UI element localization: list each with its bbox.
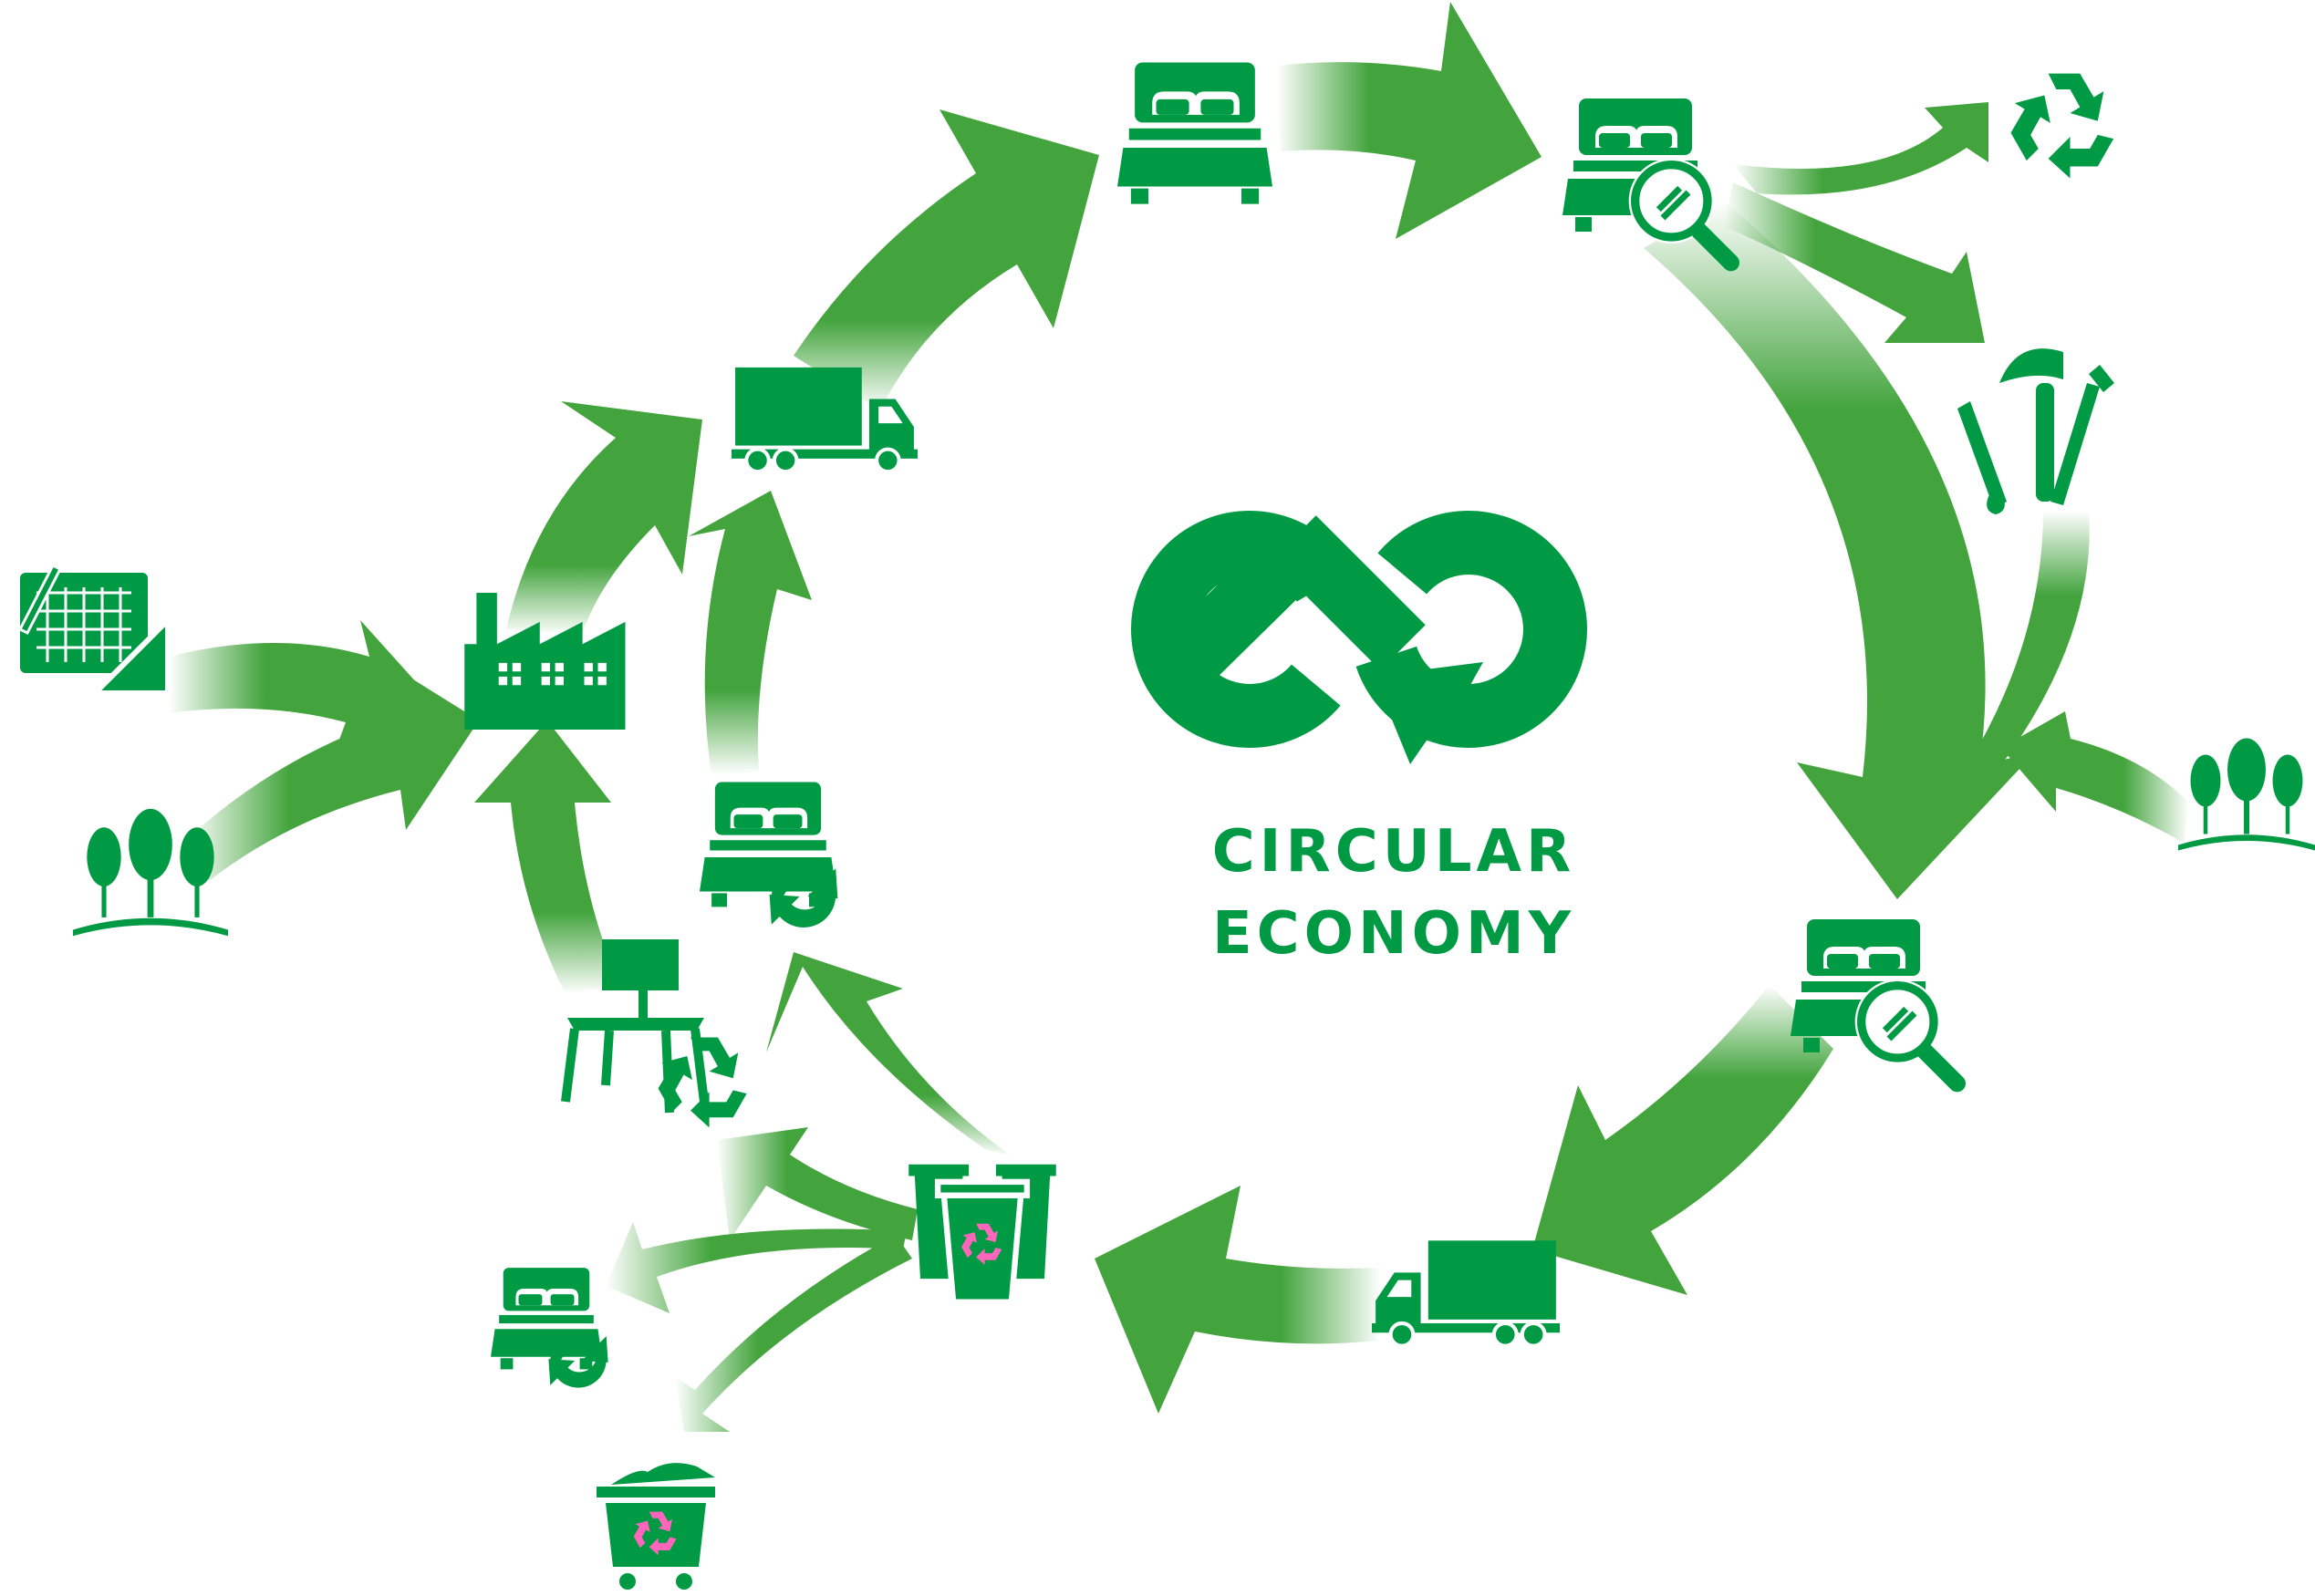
arrow-inspection-to-tools	[1724, 182, 1985, 343]
arrow-bins-to-refurb	[766, 952, 1012, 1156]
arrow-forest-to-factory	[187, 675, 479, 881]
delivery-truck-icon	[1372, 1240, 1560, 1345]
arrow-bed-to-inspection	[1277, 2, 1542, 239]
arrow-bins-to-refurb2	[606, 1222, 907, 1313]
recycling-cart-icon	[597, 1463, 715, 1590]
refurbished-bed-icon	[700, 782, 838, 928]
title-line-2: ECONOMY	[1212, 900, 1575, 968]
arrow-inspection-to-inspection	[1644, 201, 2043, 899]
repair-tools-icon	[1957, 348, 2114, 514]
arrow-truck-to-bins	[1095, 1186, 1381, 1414]
bed-inspection-icon	[1562, 98, 1731, 263]
arrows	[169, 2, 2189, 1432]
arrow-chair-to-factory	[474, 720, 620, 994]
forest-icon	[2178, 738, 2315, 851]
arrow-truck-to-bed	[794, 109, 1099, 410]
chair-recycle-icon	[561, 939, 747, 1128]
arrow-inspection-to-recycle	[1733, 102, 1988, 195]
arrow-forest-right-to-arc	[2001, 711, 2189, 843]
arrow-inspection-to-truck	[1532, 985, 1833, 1295]
title-line-1: CIRCULAR	[1212, 818, 1576, 886]
arrow-bins-to-chair	[717, 1127, 918, 1240]
refurbished-bed-icon	[491, 1268, 608, 1388]
arrow-factory-to-truck	[506, 401, 702, 635]
arrow-tools-to-arc	[1952, 511, 2090, 793]
recycling-bins-icon	[908, 1165, 1056, 1302]
infinity-loop-icon	[1131, 510, 1587, 764]
bed-icon	[1117, 62, 1272, 204]
arrow-design-to-factory	[169, 620, 442, 757]
arrow-bins-to-cart	[675, 1235, 912, 1432]
design-blueprint-icon	[17, 563, 171, 696]
arrow-refurb-to-truck	[689, 491, 812, 775]
recycle-icon	[2010, 73, 2114, 179]
